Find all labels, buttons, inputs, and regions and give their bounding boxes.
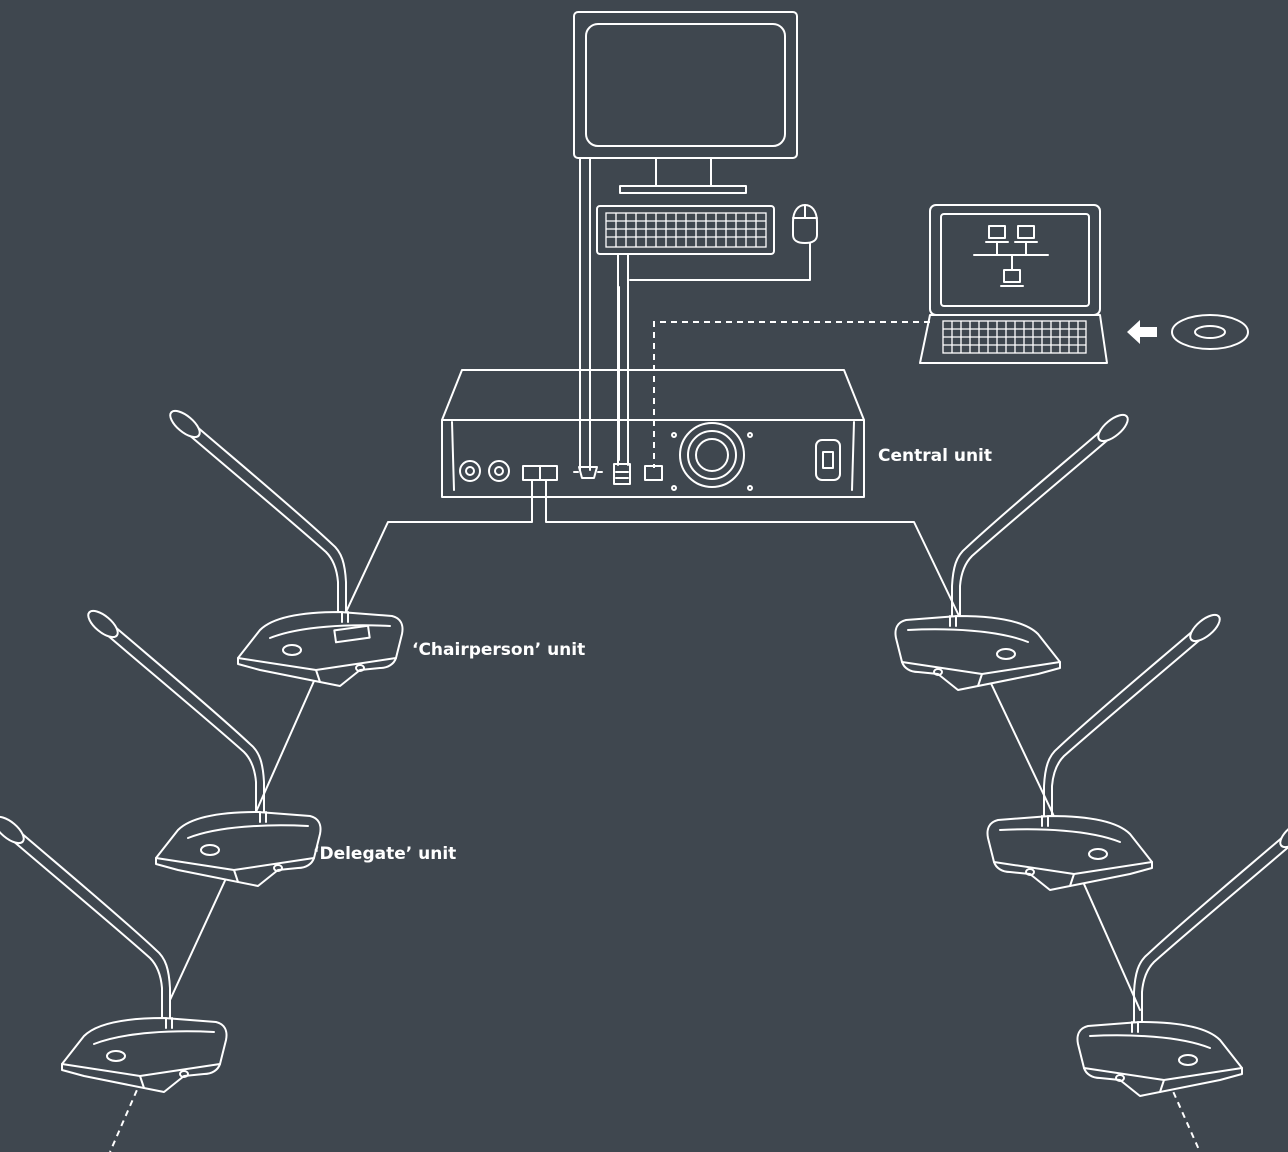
monitor-icon [573,11,798,194]
network-icon [973,225,1049,287]
chairperson-unit [165,405,404,687]
pc-cables [579,157,811,471]
chairperson-unit-label: ‘Chairperson’ unit [412,640,586,660]
central-unit-icon [441,369,865,498]
laptop-icon [919,204,1108,364]
network-cable [653,321,930,468]
keyboard-icon [596,205,775,255]
mouse-icon [792,204,818,244]
arrow-left-icon [1127,320,1157,344]
cd-icon [1171,314,1249,350]
central-unit-label: Central unit [878,446,992,466]
delegate-unit-label: ‘Delegate’ unit [313,844,457,864]
